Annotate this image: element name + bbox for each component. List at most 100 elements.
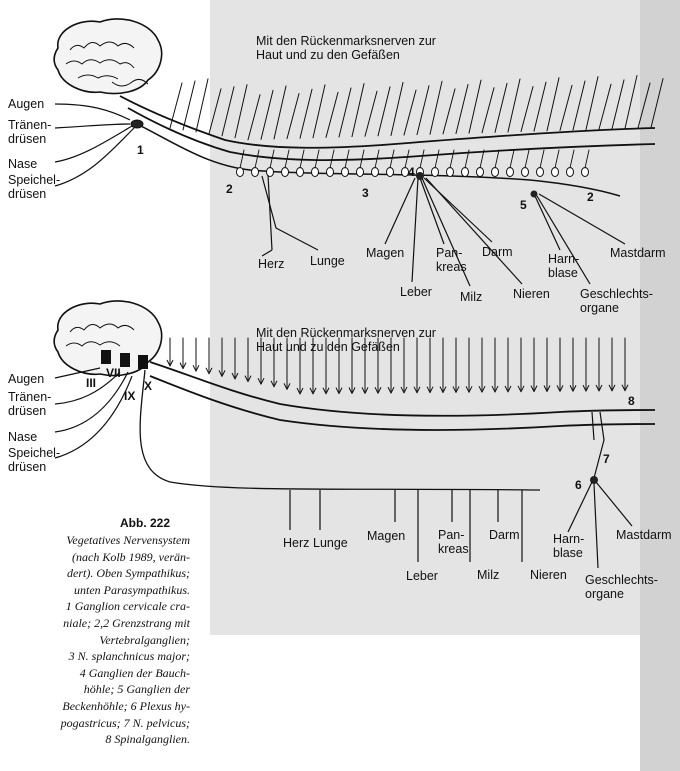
- spinal-nerve-top: [508, 79, 520, 132]
- ramus-top: [240, 150, 244, 168]
- vertebral-ganglion-top: [492, 168, 499, 177]
- top-heading: Mit den Rückenmarksnerven zur Haut und z…: [256, 34, 436, 62]
- spinal-nerve-top: [235, 85, 247, 138]
- top-label-magen: Magen: [366, 246, 404, 260]
- spinal-nerve-top: [469, 80, 481, 133]
- top-label-nieren: Nieren: [513, 287, 550, 301]
- ramus-top: [540, 150, 544, 168]
- spinal-nerve-top: [183, 81, 195, 130]
- nerve-pelvicus-bottom: [594, 412, 604, 478]
- spinal-nerve-top: [404, 90, 416, 135]
- spinal-nerve-top: [313, 85, 325, 138]
- spinal-nerve-top: [248, 95, 260, 140]
- caption-line: niale; 2,2 Grenzstrang mit: [10, 615, 190, 632]
- bottom-label-augen: Augen: [8, 372, 44, 386]
- top-number-4: 4: [408, 165, 415, 179]
- top-number-5: 5: [520, 198, 527, 212]
- top-label-herz: Herz: [258, 257, 284, 271]
- top-number-2b: 2: [587, 190, 594, 204]
- bottom-label-nase: Nase: [8, 430, 37, 444]
- bottom-heading: Mit den Rückenmarksnerven zur Haut und z…: [256, 326, 436, 354]
- spinal-nerve-top: [482, 88, 494, 133]
- celiac-ganglion-top: [416, 172, 424, 180]
- caption-line: höhle; 5 Ganglien der: [10, 681, 190, 698]
- vertebral-ganglion-top: [552, 168, 559, 177]
- spinal-nerve-top: [274, 86, 286, 139]
- vertebral-ganglion-top: [432, 168, 439, 177]
- spinal-nerve-top: [638, 83, 650, 128]
- vertebral-ganglion-top: [537, 168, 544, 177]
- nerve-mastdarm-bottom: [596, 482, 632, 526]
- spinal-nerve-top: [456, 85, 468, 134]
- spinal-nerve-top: [495, 83, 507, 132]
- cranial-block-x: [138, 355, 148, 369]
- spinal-nerve-top: [417, 86, 429, 135]
- caption-line: Vegetatives Nervensystem: [10, 532, 190, 549]
- bottom-label-milz: Milz: [477, 568, 499, 582]
- spinal-nerve-top: [547, 78, 559, 131]
- caption-line: dert). Oben Sympathikus;: [10, 565, 190, 582]
- top-label-milz: Milz: [460, 290, 482, 304]
- ramus-top: [525, 150, 529, 168]
- top-label-harnblase: Harn- blase: [548, 252, 579, 280]
- spinal-nerve-top: [521, 87, 533, 132]
- spinal-nerve-top: [612, 80, 624, 129]
- top-label-augen: Augen: [8, 97, 44, 111]
- bottom-label-traenendruesen: Tränen- drüsen: [8, 390, 51, 418]
- spinal-nerve-top: [443, 89, 455, 134]
- ramus-top: [330, 150, 334, 168]
- cranial-nerve-iii: III: [86, 376, 96, 390]
- caption-line: Beckenhöhle; 6 Plexus hy-: [10, 698, 190, 715]
- spinal-nerve-top: [534, 82, 546, 131]
- figure-caption: Vegetatives Nervensystem (nach Kolb 1989…: [10, 532, 190, 748]
- vertebral-ganglion-top: [477, 168, 484, 177]
- caption-line: Vertebralganglien;: [10, 632, 190, 649]
- spinal-nerve-top: [339, 88, 351, 137]
- bottom-number-7: 7: [603, 452, 610, 466]
- bottom-number-8: 8: [628, 394, 635, 408]
- nerve-magen-top: [385, 178, 415, 244]
- caption-line: pogastricus; 7 N. pelvicus;: [10, 715, 190, 732]
- spinal-nerve-top: [586, 77, 598, 130]
- spinal-cord-bottom-lower: [150, 376, 655, 430]
- top-number-3: 3: [362, 186, 369, 200]
- ramus-top: [450, 150, 454, 168]
- vertebral-ganglion-top: [387, 168, 394, 177]
- ramus-top: [585, 150, 589, 168]
- nerve-traenen-top: [55, 124, 130, 128]
- spinal-nerve-top: [222, 87, 234, 136]
- spinal-nerve-top: [625, 75, 637, 128]
- top-label-traenendruesen: Tränen- drüsen: [8, 118, 51, 146]
- vertebral-ganglion-top: [252, 168, 259, 177]
- top-label-mastdarm: Mastdarm: [610, 246, 666, 260]
- caption-line: 1 Ganglion cervicale cra-: [10, 598, 190, 615]
- bottom-label-mastdarm: Mastdarm: [616, 528, 672, 542]
- cranial-nerve-vii: VII: [106, 366, 121, 380]
- nerve-augen-top: [55, 104, 130, 120]
- spinal-root-8-bottom: [592, 412, 594, 440]
- ramus-top: [510, 150, 514, 168]
- vertebral-ganglion-top: [282, 168, 289, 177]
- ganglion-cervicale-top: [131, 120, 143, 128]
- spinal-nerve-top: [365, 91, 377, 136]
- nerve-mastdarm-top: [539, 194, 625, 244]
- vertebral-ganglion-top: [447, 168, 454, 177]
- caption-line: (nach Kolb 1989, verän-: [10, 549, 190, 566]
- spinal-nerve-top: [326, 92, 338, 137]
- vertebral-ganglion-top: [372, 168, 379, 177]
- spinal-nerve-top: [573, 81, 585, 130]
- ramus-top: [555, 150, 559, 168]
- bottom-label-herz: Herz: [283, 536, 309, 550]
- ramus-top: [315, 150, 319, 168]
- top-number-1: 1: [137, 143, 144, 157]
- spinal-nerve-top: [651, 79, 663, 128]
- vertebral-ganglion-top: [297, 168, 304, 177]
- top-label-pankreas: Pan- kreas: [436, 246, 467, 274]
- ramus-top: [270, 150, 274, 168]
- ramus-top: [390, 150, 394, 168]
- cranial-block-ix: [120, 353, 130, 367]
- caption-line: unten Parasympathikus.: [10, 582, 190, 599]
- ramus-top: [570, 150, 574, 168]
- bottom-label-pankreas: Pan- kreas: [438, 528, 469, 556]
- spinal-nerve-top: [378, 87, 390, 136]
